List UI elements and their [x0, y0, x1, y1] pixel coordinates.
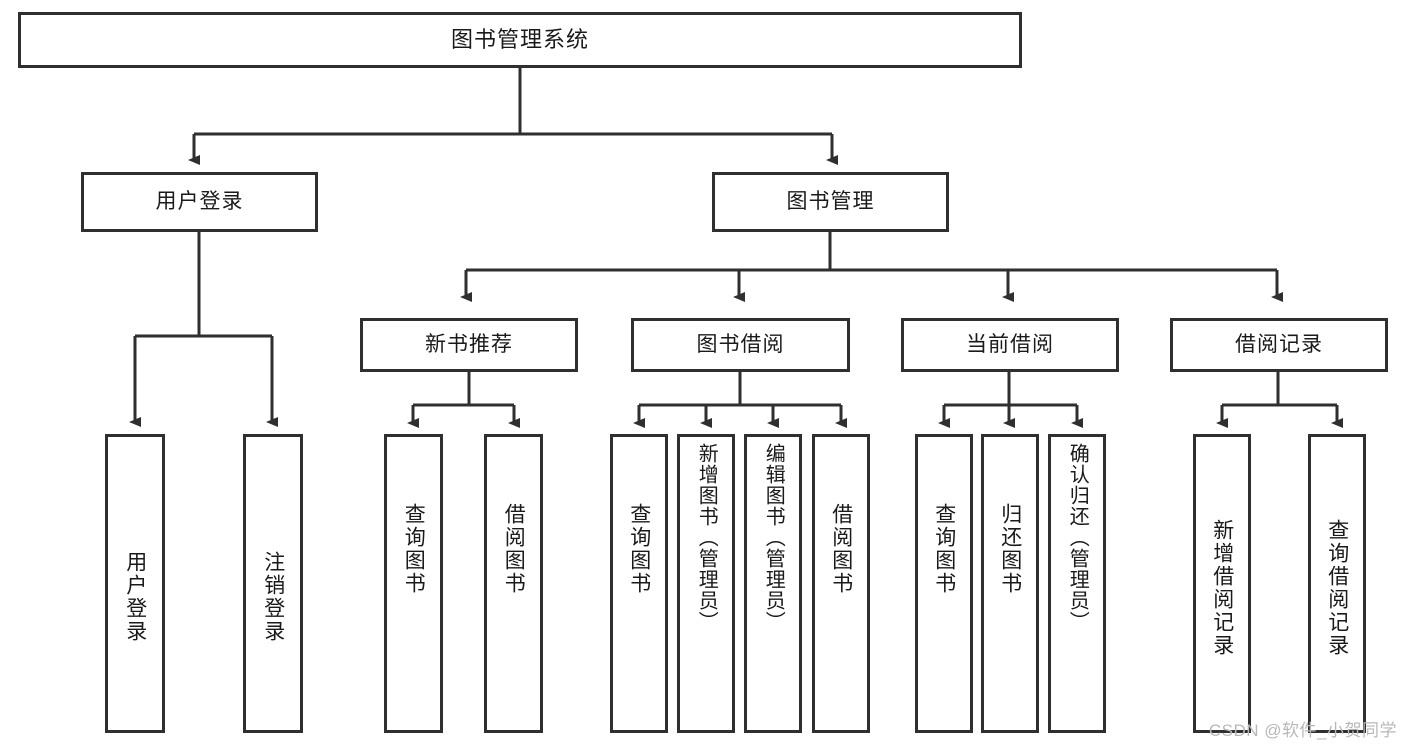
node-borrow-record-label: 借阅记录 — [1235, 332, 1323, 356]
watermark: CSDN @软件_小贺同学 — [1208, 721, 1397, 740]
node-borrow-record[interactable]: 借阅记录 — [1170, 318, 1388, 372]
node-leaf-query-book-1-label: 查询图书 — [402, 503, 426, 595]
node-leaf-query-book-2[interactable]: 查询图书 — [610, 434, 668, 733]
node-leaf-return-book-label: 归还图书 — [998, 503, 1022, 595]
node-new-book-rec[interactable]: 新书推荐 — [360, 318, 578, 372]
node-book-borrow[interactable]: 图书借阅 — [631, 318, 850, 372]
node-root[interactable]: 图书管理系统 — [18, 12, 1022, 68]
node-leaf-logout[interactable]: 注销登录 — [243, 434, 303, 733]
node-book-manage-label: 图书管理 — [786, 189, 875, 213]
node-leaf-confirm-return-label: 确认归还（管理员） — [1066, 443, 1089, 632]
node-leaf-edit-book-label: 编辑图书（管理员） — [762, 443, 785, 632]
node-leaf-confirm-return[interactable]: 确认归还（管理员） — [1048, 434, 1106, 733]
node-leaf-user-login-label: 用户登录 — [123, 551, 147, 643]
node-new-book-rec-label: 新书推荐 — [425, 332, 513, 356]
node-leaf-query-record-label: 查询借阅记录 — [1325, 519, 1349, 657]
node-book-borrow-label: 图书借阅 — [696, 332, 785, 356]
node-leaf-edit-book[interactable]: 编辑图书（管理员） — [744, 434, 802, 733]
node-leaf-logout-label: 注销登录 — [261, 551, 285, 643]
node-leaf-query-record[interactable]: 查询借阅记录 — [1308, 434, 1366, 733]
node-leaf-return-book[interactable]: 归还图书 — [981, 434, 1039, 733]
node-leaf-query-book-1[interactable]: 查询图书 — [384, 434, 443, 733]
node-leaf-add-book[interactable]: 新增图书（管理员） — [677, 434, 735, 733]
node-user-login-label: 用户登录 — [155, 189, 244, 213]
node-leaf-add-record-label: 新增借阅记录 — [1210, 519, 1234, 657]
node-leaf-borrow-book-2-label: 借阅图书 — [829, 503, 853, 595]
node-leaf-add-book-label: 新增图书（管理员） — [695, 443, 718, 632]
node-user-login[interactable]: 用户登录 — [81, 172, 318, 232]
node-book-manage[interactable]: 图书管理 — [712, 172, 949, 232]
node-current-borrow[interactable]: 当前借阅 — [901, 318, 1119, 372]
node-leaf-borrow-book-1-label: 借阅图书 — [502, 503, 526, 595]
node-leaf-borrow-book-1[interactable]: 借阅图书 — [484, 434, 543, 733]
node-current-borrow-label: 当前借阅 — [966, 332, 1054, 356]
node-root-label: 图书管理系统 — [450, 27, 589, 53]
node-leaf-query-book-2-label: 查询图书 — [627, 503, 651, 595]
node-leaf-query-book-3-label: 查询图书 — [932, 503, 956, 595]
node-leaf-borrow-book-2[interactable]: 借阅图书 — [812, 434, 870, 733]
node-leaf-query-book-3[interactable]: 查询图书 — [915, 434, 973, 733]
node-leaf-user-login[interactable]: 用户登录 — [105, 434, 165, 733]
node-leaf-add-record[interactable]: 新增借阅记录 — [1193, 434, 1251, 733]
